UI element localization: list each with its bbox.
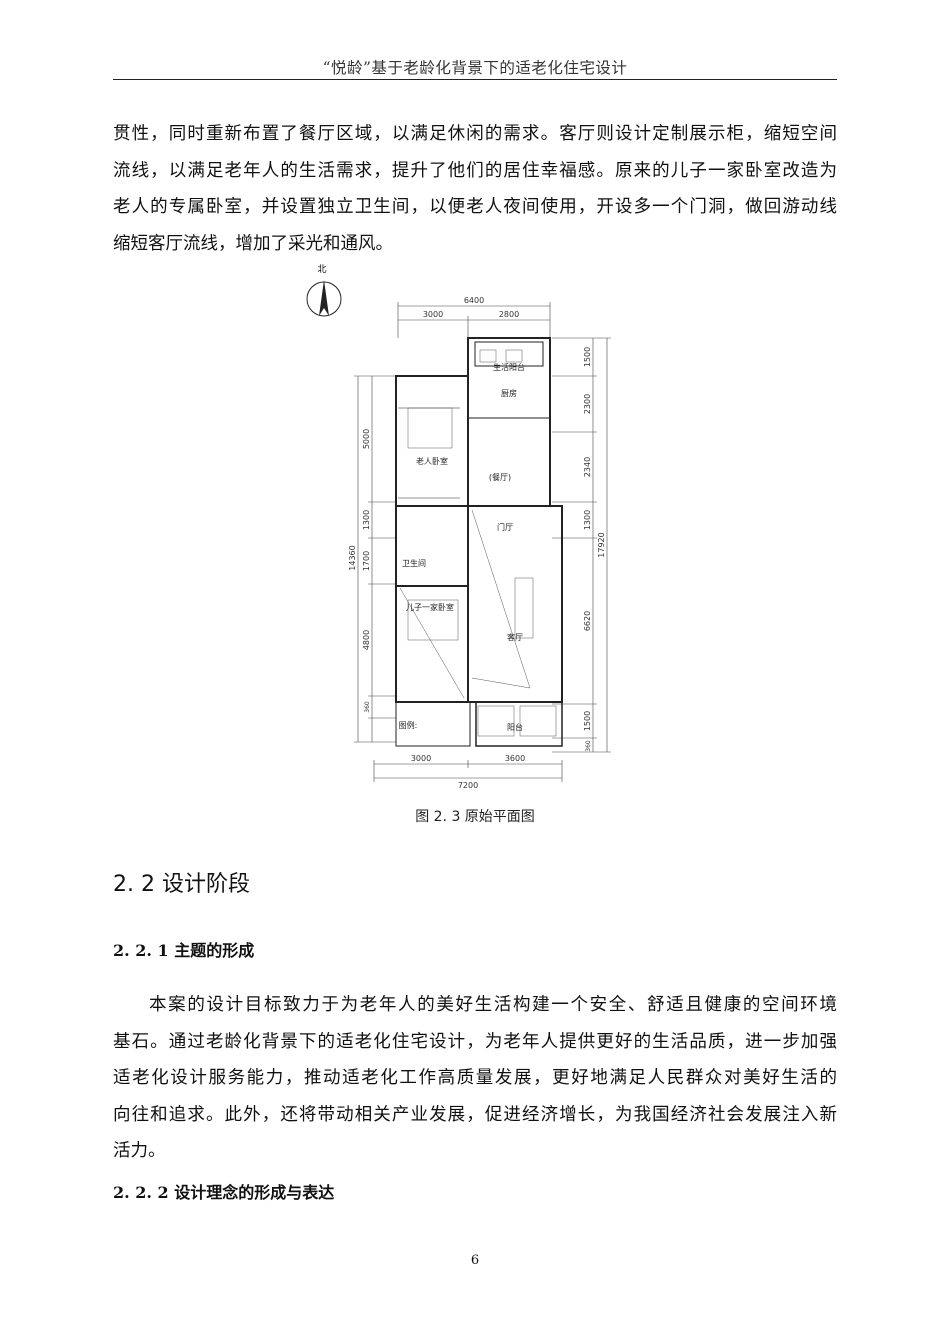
room-labels: 生活阳台 厨房 老人卧室 (餐厅) 门厅 卫生间 儿子一家卧室 客厅 阳台 图例… [399,362,525,732]
walls [395,337,563,747]
dim-bottom-left: 3000 [411,754,431,763]
figure-caption: 图 2. 3 原始平面图 [415,809,535,825]
dim-right-2: 2300 [583,394,592,414]
floor-plan-figure: 北 6400 3000 2800 [306,264,611,790]
room-dining: (餐厅) [489,473,511,482]
legend-label: 图例: [399,720,418,730]
header-rule [113,79,837,80]
dim-right-5: 6620 [583,611,592,631]
furniture-outlines [399,349,557,737]
text-line: 老人的专属卧室，并设置独立卫生间，以便老人夜间使用，开设多一个门洞，做回游动线 [113,197,837,217]
room-bathroom: 卫生间 [402,558,426,568]
dim-bottom-total: 7200 [458,781,478,790]
dim-bottom-right: 3600 [505,754,525,763]
dim-right-total: 17920 [597,532,606,557]
subsection-heading-2: 2. 2. 2 设计理念的形成与表达 [113,1183,335,1202]
page-number: 6 [470,1253,480,1268]
section-heading: 2. 2 设计阶段 [113,872,250,897]
subsection-heading-1: 2. 2. 1 主题的形成 [113,941,255,960]
dim-top-right: 2800 [499,310,519,319]
dim-left-1: 5000 [362,429,371,449]
dim-left-2: 1300 [362,510,371,530]
dim-right-6: 1500 [583,711,592,731]
room-living: 客厅 [507,632,523,642]
room-balcony: 阳台 [507,722,523,732]
dim-left-5: 360 [364,701,371,713]
north-label: 北 [317,264,326,275]
room-foyer: 门厅 [497,522,513,532]
dimension-labels: 6400 3000 2800 7200 3000 3600 14360 5000… [348,296,606,790]
dim-left-total: 14360 [348,545,357,570]
dim-top-left: 3000 [423,310,443,319]
dimension-lines [354,302,611,782]
text-line: 本案的设计目标致力于为老年人的美好生活构建一个安全、舒适且健康的空间环境 [149,995,837,1015]
text-line: 活力。 [113,1141,166,1161]
room-utility-balcony: 生活阳台 [493,362,525,372]
dim-right-3: 2340 [583,457,592,477]
theme-paragraph: 本案的设计目标致力于为老年人的美好生活构建一个安全、舒适且健康的空间环境 基石。… [113,987,837,1170]
text-line: 适老化设计服务能力，推动适老化工作高质量发展，更好地满足人民群众对美好生活的 [113,1068,837,1088]
dim-top-total: 6400 [464,296,484,305]
room-son-bedroom: 儿子一家卧室 [406,602,454,612]
dim-right-7: 360 [585,740,592,752]
intro-paragraph: 贯性，同时重新布置了餐厅区域，以满足休闲的需求。客厅则设计定制展示柜，缩短空间 … [113,116,837,262]
room-kitchen: 厨房 [501,388,517,398]
dim-right-4: 1300 [583,510,592,530]
text-line: 贯性，同时重新布置了餐厅区域，以满足休闲的需求。客厅则设计定制展示柜，缩短空间 [113,124,837,144]
dim-right-1: 1500 [583,347,592,367]
running-header: “悦龄”基于老龄化背景下的适老化住宅设计 [322,59,628,77]
text-line: 流线，以满足老年人的生活需求，提升了他们的居住幸福感。原来的儿子一家卧室改造为 [113,160,837,181]
dim-left-4: 4800 [362,630,371,650]
text-line: 向往和追求。此外，还将带动相关产业发展，促进经济增长，为我国经济社会发展注入新 [113,1104,837,1125]
room-elder-bedroom: 老人卧室 [416,456,448,466]
north-arrow: 北 [306,264,342,317]
text-line: 缩短客厅流线，增加了采光和通风。 [113,233,393,254]
text-line: 基石。通过老龄化背景下的适老化住宅设计，为老年人提供更好的生活品质，进一步加强 [113,1031,837,1052]
dim-left-3: 1700 [362,551,371,571]
